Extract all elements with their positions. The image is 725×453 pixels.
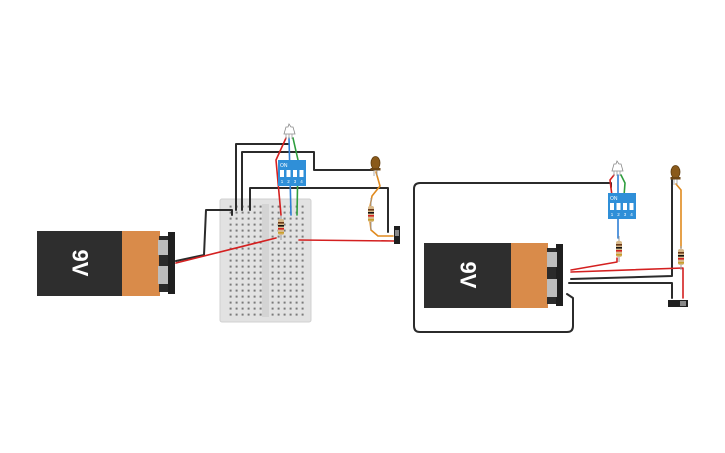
slide-switch-right[interactable] [668, 300, 688, 307]
wire-black[interactable] [413, 182, 612, 333]
dip-toggle-2[interactable] [286, 170, 291, 177]
wire-red[interactable] [175, 237, 277, 264]
battery-snap [168, 232, 175, 294]
battery-9v-left[interactable]: 9V [37, 231, 175, 296]
wire-red[interactable] [275, 137, 287, 216]
slide-switch-knob[interactable] [680, 301, 686, 306]
wire-black[interactable] [249, 187, 389, 233]
battery-body [37, 231, 125, 296]
breadboard-center-channel [262, 204, 269, 317]
dip-toggle-1[interactable] [610, 203, 614, 210]
wire-green[interactable] [620, 174, 626, 197]
wire-black[interactable] [235, 143, 290, 211]
led-right[interactable] [670, 165, 681, 186]
battery-terminal-positive [547, 252, 557, 267]
battery-terminal-negative [158, 266, 168, 284]
dip-toggle-4[interactable] [299, 170, 304, 177]
dip-position-2: 2 [287, 179, 290, 184]
dip-switch-right[interactable]: ON 1 2 3 4 [608, 193, 636, 219]
dip-position-1: 1 [281, 179, 284, 184]
resistor-left[interactable] [368, 198, 374, 230]
battery-body [424, 243, 514, 308]
battery-connector-plate [547, 248, 557, 304]
dip-position-4: 4 [630, 212, 633, 217]
wire-black[interactable] [570, 179, 673, 280]
resistor-right[interactable] [678, 246, 684, 270]
breadboard-holes-right [270, 205, 306, 316]
rgb-led-right[interactable] [611, 160, 624, 176]
battery-9v-right[interactable]: 9V [424, 243, 563, 308]
slide-switch-left[interactable] [394, 226, 400, 244]
dip-toggle-1[interactable] [280, 170, 284, 177]
rgb-led-body [283, 123, 296, 135]
right-circuit: 9V ON 1 2 3 4 [413, 160, 688, 333]
dip-switch-left[interactable]: ON 1 2 3 4 [278, 160, 306, 186]
battery-label: 9V [456, 262, 481, 289]
wire-orange[interactable] [368, 171, 394, 237]
battery-cap [122, 231, 160, 296]
battery-connector-plate [159, 236, 169, 292]
slide-switch-knob[interactable] [395, 230, 399, 236]
dip-switch-on-label: ON [280, 163, 288, 169]
resistor-breadboard[interactable] [278, 214, 284, 240]
resistor-right-dip[interactable] [616, 236, 622, 262]
led-lens [370, 156, 381, 170]
dip-position-3: 3 [624, 212, 627, 217]
slide-switch-body [668, 300, 688, 307]
led-lens [670, 165, 681, 179]
led-base [370, 168, 381, 171]
wire-red[interactable] [609, 174, 615, 197]
battery-label: 9V [68, 250, 93, 277]
wire-red[interactable] [570, 257, 618, 271]
wire-black[interactable] [568, 282, 673, 299]
dip-toggle-2[interactable] [616, 203, 621, 210]
wire-red[interactable] [570, 267, 684, 299]
led-left[interactable] [370, 156, 381, 177]
wires-right [413, 174, 684, 333]
rgb-led-body [611, 160, 624, 172]
dip-toggle-3[interactable] [623, 203, 627, 210]
dip-toggle-4[interactable] [629, 203, 634, 210]
wires-left [175, 137, 396, 264]
wire-red[interactable] [298, 239, 396, 242]
battery-terminal-positive [158, 240, 168, 255]
rgb-led-left[interactable] [283, 123, 296, 139]
dip-position-4: 4 [300, 179, 303, 184]
dip-toggle-3[interactable] [293, 170, 297, 177]
battery-cap [511, 243, 548, 308]
dip-position-3: 3 [294, 179, 297, 184]
breadboard-holes-left [226, 205, 262, 316]
battery-snap [556, 244, 563, 306]
wire-black[interactable] [175, 209, 233, 262]
wire-orange[interactable] [675, 183, 682, 249]
dip-position-2: 2 [617, 212, 620, 217]
dip-position-1: 1 [611, 212, 614, 217]
battery-terminal-negative [547, 279, 557, 297]
led-base [670, 177, 681, 180]
dip-switch-on-label: ON [610, 196, 618, 202]
left-circuit: 9V [37, 123, 400, 323]
breadboard[interactable] [219, 198, 312, 323]
